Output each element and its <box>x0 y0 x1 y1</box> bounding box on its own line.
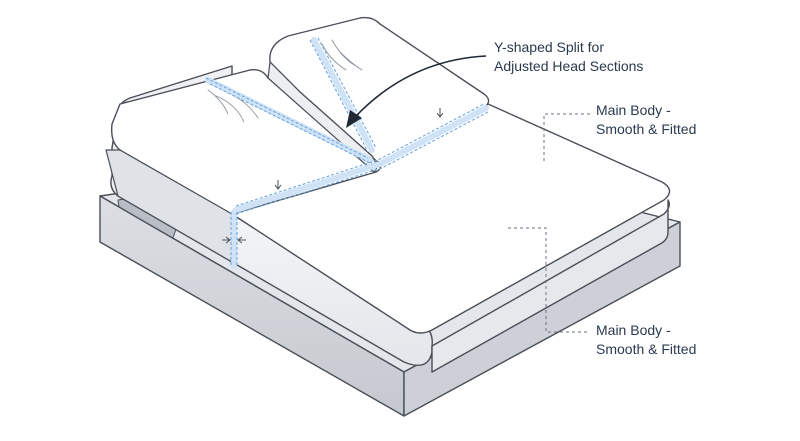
main-body-lower-line2: Smooth & Fitted <box>596 341 697 357</box>
main-body-label-lower: Main Body - Smooth & Fitted <box>596 321 696 359</box>
mattress-top-surface <box>231 103 671 334</box>
seam-arrow-cross-right <box>436 108 444 118</box>
seam-arrow-cross-left <box>274 180 282 190</box>
stitch-right-branch <box>309 37 377 153</box>
seam-band-right-branch <box>311 37 375 153</box>
seam-band-left-branch <box>205 77 373 163</box>
y-split-label-line2: Adjusted Head Sections <box>494 58 644 74</box>
leader-upper <box>543 113 590 164</box>
main-body-leaders <box>508 113 590 333</box>
right-head-wrinkles <box>321 39 363 71</box>
stitch-left-branch <box>205 77 373 165</box>
mattress-body <box>231 103 671 373</box>
stitch-cross <box>235 103 489 215</box>
split-callout-arrow <box>355 55 487 117</box>
mattress-right-side <box>431 199 671 373</box>
y-split-seam <box>205 37 489 269</box>
main-body-upper-line1: Main Body - <box>596 102 671 118</box>
y-split-label-line1: Y-shaped Split for <box>494 39 604 55</box>
stitch-vertical <box>230 212 238 266</box>
main-body-upper-line2: Smooth & Fitted <box>596 121 697 137</box>
y-split-label: Y-shaped Split for Adjusted Head Section… <box>494 38 643 76</box>
seam-band-cross <box>233 105 489 213</box>
main-body-label-upper: Main Body - Smooth & Fitted <box>596 101 696 139</box>
seam-arrow-vertical <box>222 236 246 244</box>
split-callout <box>346 55 487 128</box>
main-body-lower-line1: Main Body - <box>596 322 671 338</box>
split-callout-arrowhead <box>346 110 362 128</box>
leader-lower <box>508 227 590 333</box>
